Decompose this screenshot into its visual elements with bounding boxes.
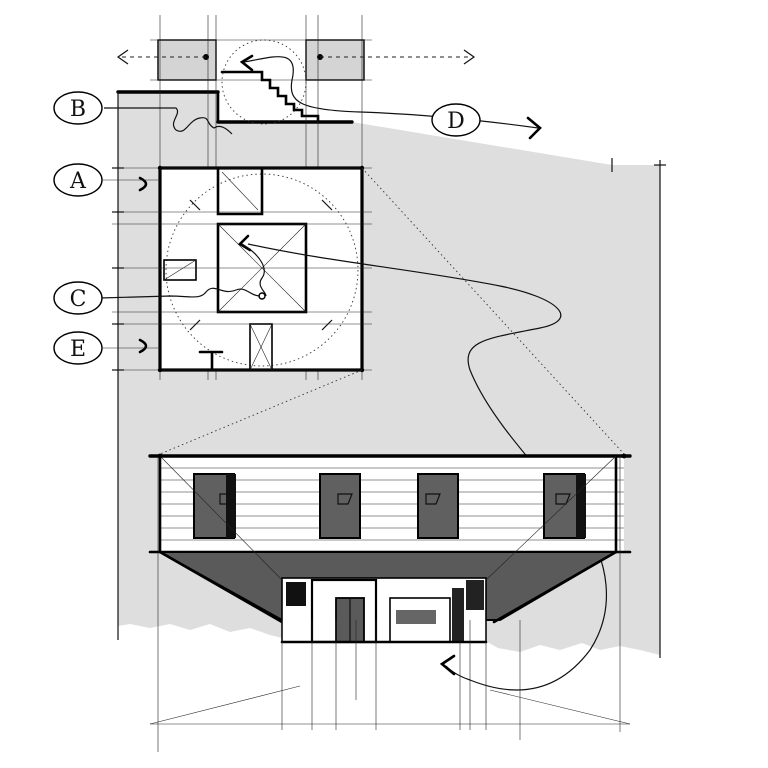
staircase — [220, 70, 320, 124]
front-elevation — [148, 453, 632, 752]
svg-text:B: B — [70, 97, 86, 122]
svg-text:E: E — [70, 337, 86, 362]
label-d: D — [431, 103, 481, 137]
svg-text:A: A — [69, 169, 87, 194]
circulation-path — [247, 243, 607, 691]
floor-plan — [99, 165, 372, 373]
dimension-ticks — [112, 92, 148, 640]
label-a: A — [53, 163, 103, 197]
label-e: E — [53, 331, 103, 365]
window-2 — [319, 473, 361, 539]
label-b: B — [53, 91, 103, 125]
svg-text:C: C — [70, 287, 87, 312]
label-c: C — [53, 281, 103, 315]
window-3 — [417, 473, 459, 539]
svg-text:D: D — [447, 109, 465, 134]
